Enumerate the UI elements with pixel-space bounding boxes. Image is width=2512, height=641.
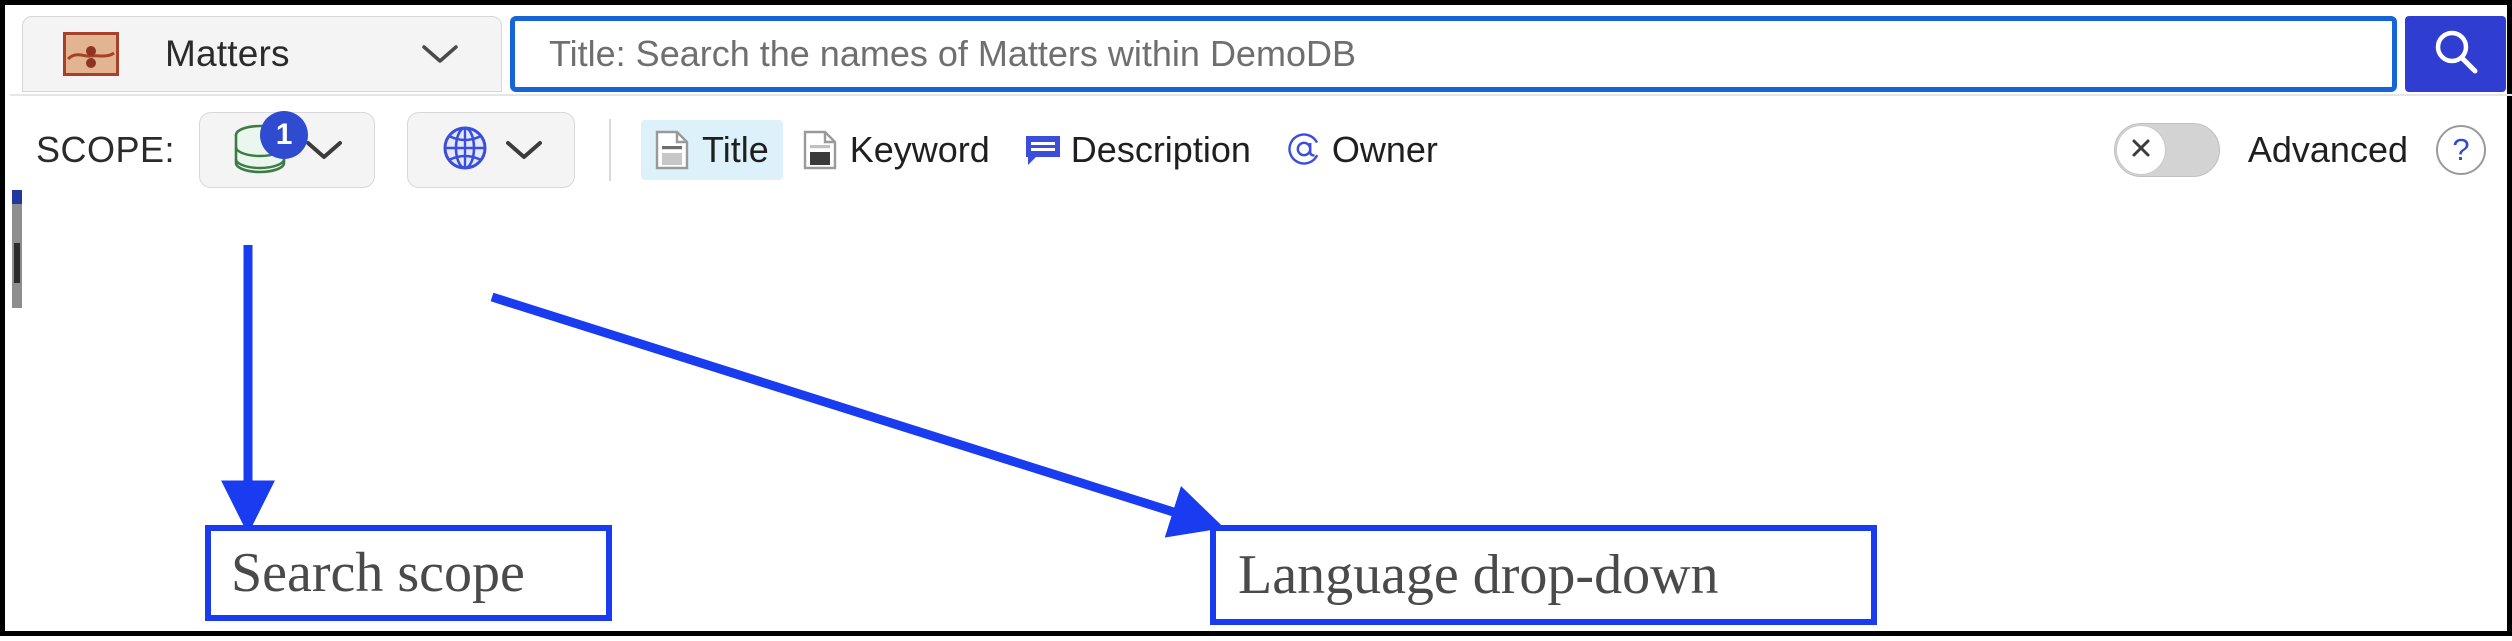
- language-dropdown[interactable]: [407, 112, 576, 188]
- search-input[interactable]: [515, 21, 2392, 87]
- search-button[interactable]: [2405, 16, 2506, 92]
- vertical-separator: [609, 119, 612, 181]
- comment-icon: [1024, 130, 1060, 170]
- annotation-label-language-dropdown: Language drop-down: [1210, 525, 1877, 625]
- matters-icon: [63, 32, 119, 76]
- chevron-down-icon[interactable]: [421, 43, 459, 65]
- annotation-label-search-scope: Search scope: [205, 525, 612, 621]
- chevron-down-icon: [504, 138, 544, 162]
- toggle-knob: [2115, 125, 2166, 175]
- close-x-icon: [2128, 135, 2154, 166]
- globe-icon: [438, 121, 492, 180]
- left-edge-accent: [12, 190, 22, 204]
- annotation-arrow-language: [490, 292, 1225, 538]
- search-header-row: Matters: [10, 10, 2512, 94]
- facet-list: Title Keyword: [641, 120, 1452, 180]
- search-input-container[interactable]: [510, 16, 2397, 92]
- chevron-down-icon: [304, 138, 344, 162]
- advanced-toggle[interactable]: [2113, 123, 2220, 177]
- at-sign-icon: [1285, 130, 1320, 170]
- database-icon: 1: [230, 111, 309, 179]
- document-title-icon: [655, 130, 689, 170]
- search-scope-dropdown[interactable]: 1: [199, 111, 376, 188]
- scope-bar: SCOPE: 1: [10, 96, 2512, 204]
- facet-label: Owner: [1331, 129, 1438, 170]
- entity-type-dropdown[interactable]: Matters: [22, 16, 502, 92]
- facet-owner[interactable]: Owner: [1271, 120, 1452, 180]
- facet-label: Description: [1070, 129, 1251, 170]
- facet-title[interactable]: Title: [641, 120, 783, 180]
- search-icon: [2428, 25, 2484, 84]
- facet-description[interactable]: Description: [1010, 120, 1265, 180]
- annotation-text: Search scope: [231, 542, 525, 604]
- scope-count-badge: 1: [260, 111, 309, 159]
- left-edge-marker: [14, 243, 20, 283]
- entity-type-label: Matters: [165, 33, 290, 74]
- facet-label: Title: [702, 129, 769, 170]
- facet-label: Keyword: [849, 129, 990, 170]
- header-divider: [10, 94, 2512, 96]
- facet-keyword[interactable]: Keyword: [789, 120, 1004, 180]
- scope-label: SCOPE:: [36, 129, 176, 170]
- annotation-text: Language drop-down: [1238, 544, 1719, 606]
- advanced-label: Advanced: [2247, 129, 2408, 170]
- question-mark-icon[interactable]: ?: [2436, 125, 2486, 175]
- document-keyword-icon: [803, 130, 837, 170]
- scope-bar-right-controls: Advanced ?: [2113, 123, 2486, 177]
